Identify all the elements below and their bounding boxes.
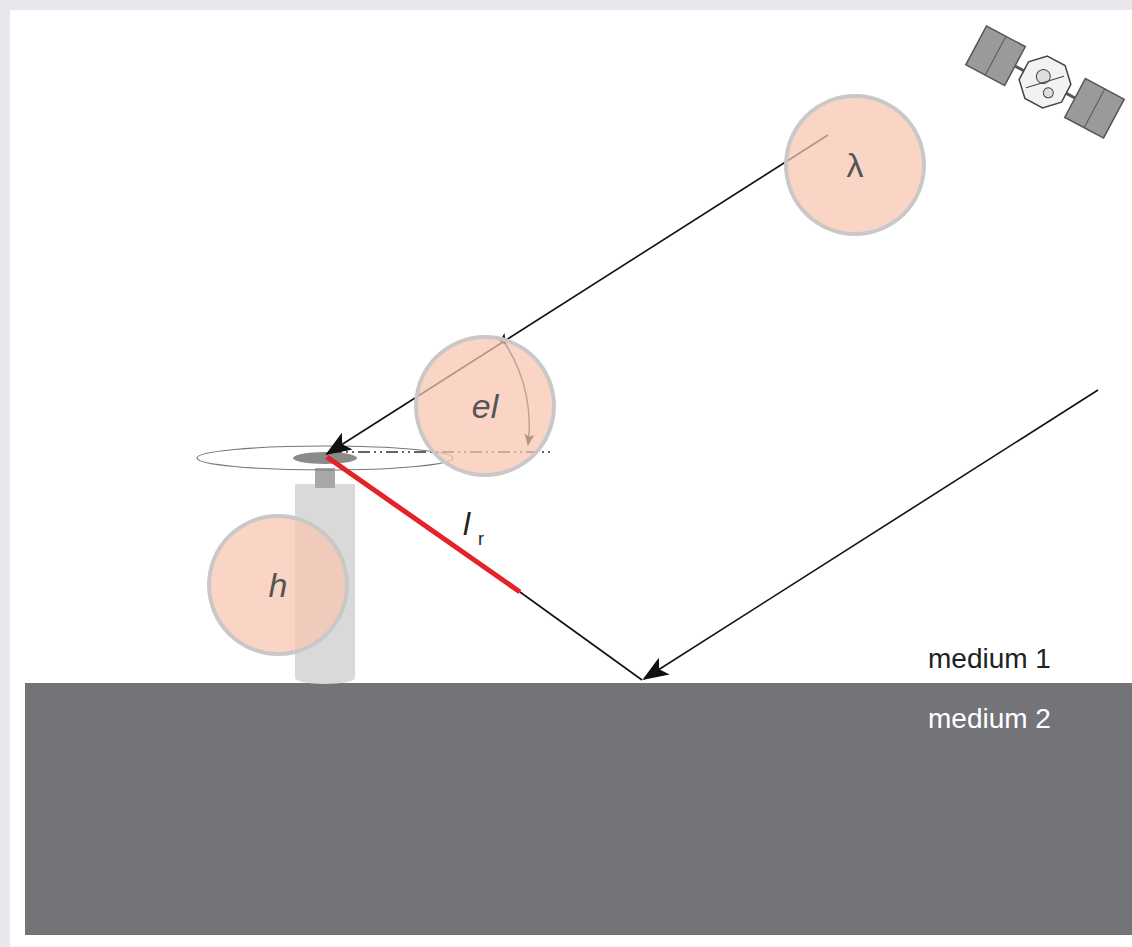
path-symbol: l bbox=[463, 508, 470, 540]
symbol-text: λ bbox=[847, 148, 864, 182]
extra-path bbox=[327, 457, 520, 592]
satellite-icon bbox=[965, 24, 1125, 140]
medium-label: medium 2 bbox=[928, 705, 1051, 733]
symbol-text: el bbox=[472, 389, 498, 423]
path-subscript: r bbox=[478, 530, 484, 548]
reflected-ray bbox=[520, 592, 642, 680]
ground-medium bbox=[25, 683, 1132, 935]
symbol-text: h bbox=[269, 568, 288, 602]
symbol-circle: λ bbox=[784, 94, 926, 236]
antenna-element bbox=[293, 452, 357, 464]
antenna-plate bbox=[197, 446, 453, 470]
incoming-ray bbox=[644, 390, 1098, 679]
antenna-stem bbox=[315, 468, 335, 488]
medium-label: medium 1 bbox=[928, 645, 1051, 673]
direct-ray bbox=[327, 135, 828, 454]
symbol-circle: h bbox=[207, 514, 349, 656]
symbol-circle: el bbox=[414, 335, 556, 477]
page-ground bbox=[10, 10, 1132, 947]
